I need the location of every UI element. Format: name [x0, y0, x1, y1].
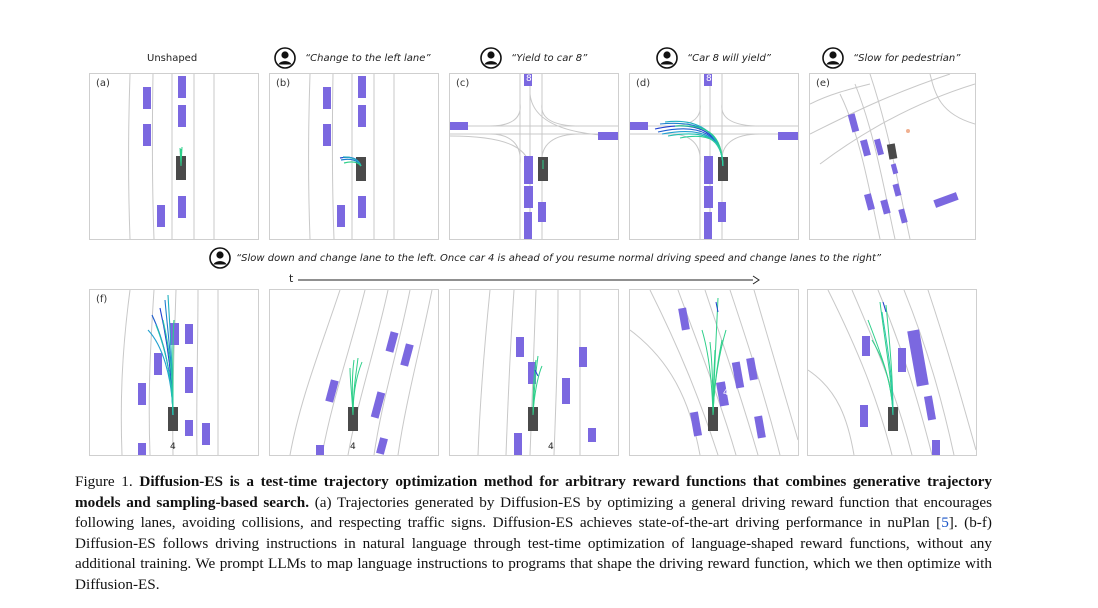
- car-8-label: 8: [706, 74, 712, 84]
- car-8-label: 8: [526, 74, 532, 84]
- caption-text-1: (a) Trajectories generated by Diffusion-…: [75, 493, 992, 532]
- panel-label-e: (e): [816, 78, 830, 89]
- header-b: “Change to the left lane”: [305, 53, 431, 64]
- panel-f-2: 4: [269, 289, 439, 456]
- panel-c: (c) 8: [449, 73, 619, 240]
- panel-f-5: [807, 289, 977, 456]
- header-e: “Slow for pedestrian”: [853, 53, 961, 64]
- scene-f-2: [289, 290, 433, 455]
- time-label: t: [289, 272, 294, 285]
- header-d: “Car 8 will yield”: [687, 53, 771, 64]
- header-c: “Yield to car 8”: [511, 53, 588, 64]
- panel-label-b: (b): [276, 78, 291, 89]
- scene-f-1: [120, 290, 219, 455]
- person-icon: [274, 47, 296, 69]
- car-4-label: 4: [170, 442, 176, 452]
- scene-b: [308, 74, 395, 239]
- car-4-label: 4: [548, 442, 554, 452]
- scene-f-3: [477, 290, 596, 455]
- panel-f-3: 4: [449, 289, 619, 456]
- person-icon: [822, 47, 844, 69]
- car-4-label: 4: [350, 442, 356, 452]
- figure-caption: Figure 1. Diffusion-ES is a test-time tr…: [75, 472, 992, 595]
- scene-f-5: [808, 290, 976, 455]
- panel-label-d: (d): [636, 78, 651, 89]
- time-arrow: [298, 275, 760, 285]
- person-icon: [209, 247, 231, 269]
- scene-e: [810, 74, 975, 239]
- panel-a: (a): [89, 73, 259, 240]
- caption-prefix: Figure 1.: [75, 473, 140, 490]
- caption-text-2: ]. (b-f) Diffusion-ES follows driving in…: [75, 514, 992, 593]
- instruction-text: “Slow down and change lane to the left. …: [236, 253, 882, 264]
- scene-c: [450, 74, 618, 239]
- scene-f-4: [630, 290, 798, 455]
- panel-label-a: (a): [96, 78, 110, 89]
- panel-label-c: (c): [456, 78, 470, 89]
- scene-a: [128, 74, 215, 239]
- panel-b: (b): [269, 73, 439, 240]
- header-a: Unshaped: [147, 53, 198, 64]
- panel-f-4: 4: [629, 289, 799, 456]
- citation-link[interactable]: 5: [941, 514, 949, 531]
- panel-d: (d) 8: [629, 73, 799, 240]
- person-icon: [480, 47, 502, 69]
- car-4-label: 4: [723, 388, 729, 398]
- panel-label-f: (f): [96, 294, 108, 305]
- scene-d: [630, 74, 798, 239]
- person-icon: [656, 47, 678, 69]
- panel-e: (e): [809, 73, 976, 240]
- panel-f-1: (f) 4: [89, 289, 259, 456]
- caption-bold: Diffusion-ES is a test-time trajectory o…: [75, 473, 992, 511]
